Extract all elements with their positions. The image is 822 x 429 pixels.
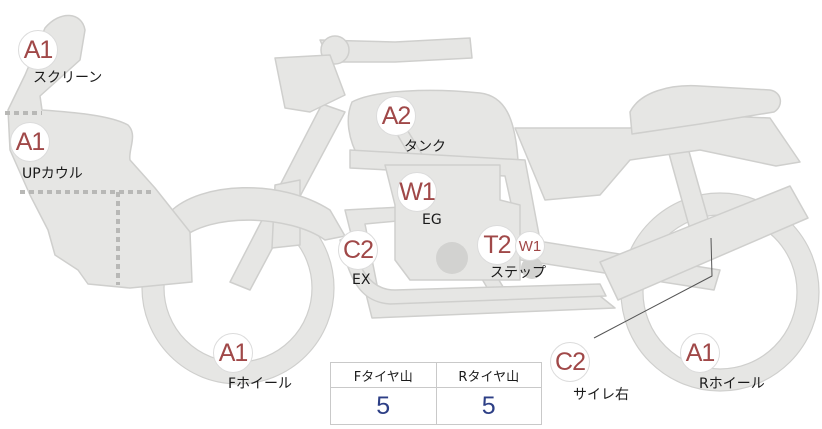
headlight bbox=[274, 54, 346, 113]
exhaust-grade-badge: C2 bbox=[338, 230, 378, 270]
tank-label: タンク bbox=[404, 139, 446, 155]
f-wheel-label: Fホイール bbox=[228, 376, 293, 392]
tank-grade-badge: A2 bbox=[376, 96, 416, 136]
f-wheel-grade-badge: A1 bbox=[213, 333, 253, 373]
silencer-grade-badge: C2 bbox=[550, 342, 590, 382]
engine-grade-badge: W1 bbox=[397, 172, 437, 212]
step-sub-grade-badge: W1 bbox=[515, 231, 545, 261]
silencer-label: サイレ右 bbox=[573, 387, 629, 403]
up-cowl-label: UPカウル bbox=[22, 166, 83, 182]
engine-label: EG bbox=[422, 212, 442, 228]
screen-grade-badge: A1 bbox=[18, 30, 58, 70]
rear-tread-value: 5 bbox=[435, 387, 542, 425]
screen-label: スクリーン bbox=[33, 70, 103, 86]
front-tread-value: 5 bbox=[330, 387, 437, 425]
r-wheel-label: Rホイール bbox=[699, 376, 765, 392]
up-cowl-grade-badge: A1 bbox=[10, 122, 50, 162]
seat bbox=[629, 84, 782, 135]
r-wheel-grade-badge: A1 bbox=[680, 333, 720, 373]
tire-tread-table: Fタイヤ山 Rタイヤ山 5 5 bbox=[330, 362, 542, 425]
step-label: ステップ bbox=[490, 265, 546, 281]
front-fairing bbox=[7, 14, 193, 289]
front-tread-header: Fタイヤ山 bbox=[330, 362, 437, 388]
muffler bbox=[599, 185, 809, 301]
step-grade-badge: T2 bbox=[477, 225, 517, 265]
rear-tread-header: Rタイヤ山 bbox=[435, 362, 542, 388]
exhaust-label: EX bbox=[352, 272, 371, 288]
